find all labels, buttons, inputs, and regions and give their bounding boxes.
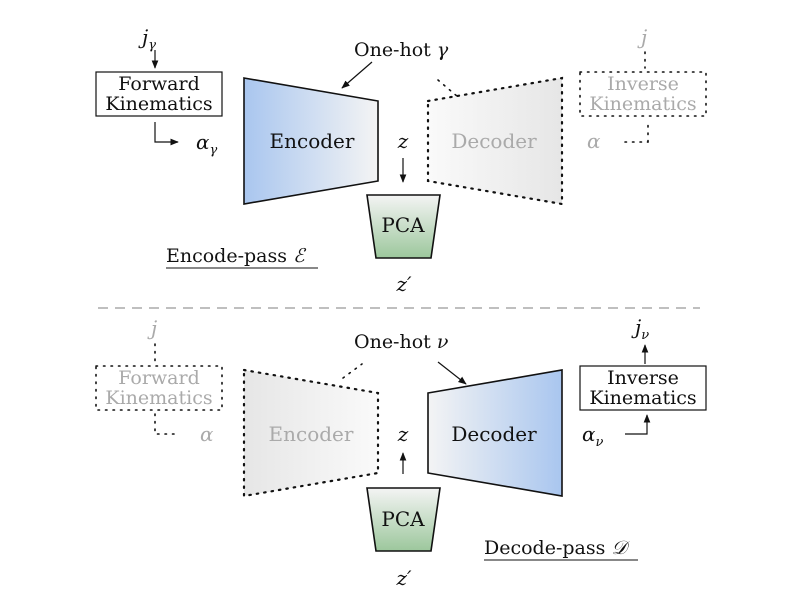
fk-line1: Forward	[118, 73, 200, 95]
decoder-block	[427, 369, 563, 497]
z-label-bottom: z	[397, 422, 409, 446]
encoder-label: Encoder	[270, 129, 355, 153]
decode-pass-section: j Forward Kinematics α Encoder z PCA z′ …	[95, 315, 707, 590]
j-gamma-label: jγ	[138, 25, 156, 53]
pca-label: PCA	[381, 213, 425, 237]
alpha-to-ik-arrow	[625, 414, 651, 435]
forward-kinematics-box	[95, 71, 223, 117]
decoder-label: Decoder	[451, 422, 537, 446]
onehot-gamma-arrow	[341, 61, 373, 89]
decode-pass-caption: Decode-pass 𝒟	[484, 537, 630, 559]
ik-line1: Inverse	[607, 367, 679, 389]
encode-pass-section: jγ Forward Kinematics αγ One-hot γ Encod…	[95, 25, 707, 296]
fk-to-alpha-arrow	[154, 122, 179, 146]
inverse-kinematics-box-faded	[579, 71, 707, 117]
onehot-nu-arrow	[437, 361, 467, 385]
z-label: z	[397, 129, 409, 153]
j-faded-label-bottom: j	[147, 316, 157, 340]
onehot-to-encoder-faded-line	[342, 363, 363, 379]
encoder-label-faded: Encoder	[269, 422, 354, 446]
alpha-faded-label: α	[587, 129, 601, 153]
decoder-label-faded: Decoder	[451, 129, 537, 153]
pca-label-bottom: PCA	[381, 507, 425, 531]
alpha-gamma-label: αγ	[196, 130, 218, 158]
ik-faded-line1: Inverse	[607, 73, 679, 95]
z-prime-label-bottom: z′	[395, 566, 412, 590]
fk-faded-line1: Forward	[118, 367, 200, 389]
onehot-gamma-label: One-hot γ	[354, 39, 449, 61]
encoder-block	[243, 77, 379, 205]
fk-faded-line2: Kinematics	[105, 387, 212, 409]
z-prime-label: z′	[395, 272, 412, 296]
encoder-block-faded	[242, 368, 380, 498]
j-nu-label: jν	[631, 315, 649, 343]
inverse-kinematics-box	[579, 365, 707, 411]
alpha-nu-label: αν	[582, 422, 604, 450]
fk-line2: Kinematics	[105, 93, 212, 115]
pca-block	[366, 194, 441, 259]
decoder-block-faded	[426, 76, 564, 206]
onehot-to-decoder-faded-arrow	[437, 79, 459, 98]
ik-line2: Kinematics	[589, 387, 696, 409]
j-faded-label: j	[637, 25, 647, 49]
ik-faded-line2: Kinematics	[589, 93, 696, 115]
alpha-faded-label-bottom: α	[200, 422, 214, 446]
pca-block-bottom	[366, 487, 441, 552]
forward-kinematics-box-faded	[95, 365, 223, 411]
encode-pass-caption: Encode-pass ℰ	[166, 245, 307, 267]
fk-to-alpha-faded-line	[154, 413, 179, 435]
onehot-nu-label: One-hot ν	[354, 331, 449, 353]
